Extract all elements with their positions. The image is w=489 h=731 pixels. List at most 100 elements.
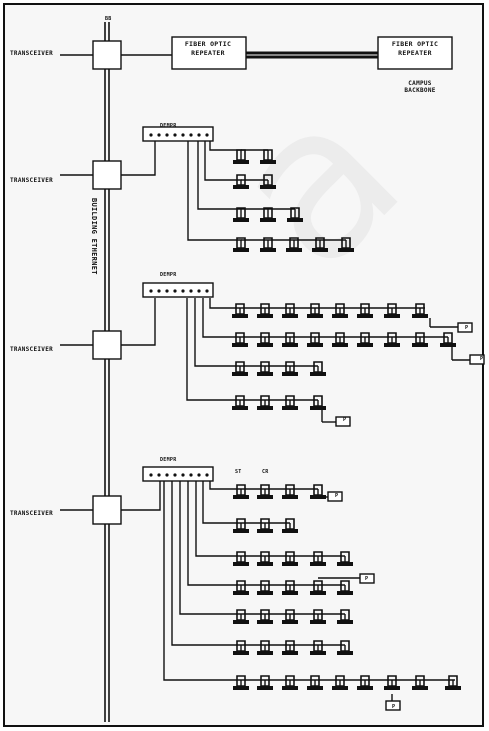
terminal-icon (337, 551, 353, 566)
transceiver-label-1: TRANSCEIVER (10, 50, 54, 57)
repeater-right-line2: REPEATER (398, 49, 432, 57)
hub-port (149, 133, 153, 137)
building-ethernet-label: BUILDING ETHERNET (90, 198, 98, 275)
backbone-top-label: BB (105, 16, 112, 22)
campus-backbone-label: CAMPUS BACKBONE (395, 80, 445, 94)
terminal-icon (257, 609, 273, 624)
terminal-icon (384, 675, 400, 690)
terminal-icon (440, 332, 456, 347)
hub-box (142, 126, 214, 142)
terminal-icon (233, 551, 249, 566)
drop-cable (204, 141, 242, 185)
hub-port (173, 473, 177, 477)
terminal-icon (232, 395, 248, 410)
hub-port (197, 473, 201, 477)
drop-cable (209, 141, 242, 160)
fiber-optic-repeater-left: FIBER OPTIC REPEATER (173, 40, 243, 58)
terminal-icon (307, 332, 323, 347)
hub-port (205, 133, 209, 137)
terminal-icon (282, 484, 298, 499)
terminal-icon (357, 303, 373, 318)
drop-cable (163, 481, 455, 681)
terminal-icon (337, 580, 353, 595)
terminal-icon (260, 237, 276, 252)
terminal-icon (232, 303, 248, 318)
drop-cable (171, 481, 241, 646)
terminal-icon (310, 551, 326, 566)
terminal-icon (357, 332, 373, 347)
printer-icon (385, 700, 401, 711)
transceiver-label-3: TRANSCEIVER (10, 346, 54, 353)
terminal-icon (287, 207, 303, 222)
terminal-icon (332, 332, 348, 347)
hub-port (165, 473, 169, 477)
printer-label-6: P (392, 704, 396, 710)
hub-port (149, 289, 153, 293)
terminal-icon (233, 207, 249, 222)
hub-label-3: DEMPR (160, 457, 177, 463)
fiber-optic-repeater-box (377, 36, 453, 70)
terminal-icon (257, 332, 273, 347)
fiber-optic-repeater-box (171, 36, 247, 70)
terminal-icon (307, 303, 323, 318)
hub-port (205, 473, 209, 477)
terminal-icon (338, 237, 354, 252)
hub-port (189, 473, 193, 477)
terminal-icon (337, 640, 353, 655)
repeater-left-line2: REPEATER (191, 49, 225, 57)
hub-port (165, 133, 169, 137)
hub-box (142, 466, 214, 482)
terminal-icon (337, 609, 353, 624)
terminal-icon (282, 518, 298, 533)
hub-port (149, 473, 153, 477)
terminal-icon (412, 303, 428, 318)
drop-cable (195, 481, 241, 557)
drop-cable (187, 141, 242, 248)
terminal-icon (282, 332, 298, 347)
terminal-icon (412, 332, 428, 347)
terminal-icon (233, 580, 249, 595)
column-label-st: ST (235, 469, 242, 475)
terminal-icon (282, 675, 298, 690)
hub-label-1: DEMPR (160, 123, 177, 129)
terminal-icon (282, 551, 298, 566)
hub-port (173, 133, 177, 137)
terminal-icon (257, 361, 273, 376)
terminal-icon (233, 237, 249, 252)
column-label-cr: CR (262, 469, 269, 475)
fiber-optic-repeater-right: FIBER OPTIC REPEATER (380, 40, 450, 58)
terminal-icon (445, 675, 461, 690)
terminal-icon (233, 484, 249, 499)
hub-port (157, 473, 161, 477)
terminal-icon (282, 395, 298, 410)
terminal-icon (282, 640, 298, 655)
transceiver-box (92, 160, 122, 190)
terminal-icon (310, 484, 326, 499)
terminal-icon (232, 332, 248, 347)
hub-port (197, 133, 201, 137)
campus-label-line1: CAMPUS (408, 80, 432, 87)
hub-port (157, 289, 161, 293)
printer-label-5: P (365, 576, 369, 582)
hub-uplink (121, 481, 161, 511)
transceiver-label-2: TRANSCEIVER (10, 177, 54, 184)
drop-cable (209, 298, 240, 309)
terminal-icon (257, 484, 273, 499)
terminal-icon (310, 580, 326, 595)
terminal-icon (310, 609, 326, 624)
terminal-icon (257, 518, 273, 533)
terminal-icon (260, 149, 276, 164)
terminal-icon (332, 675, 348, 690)
terminal-icon (257, 675, 273, 690)
terminal-icon (310, 640, 326, 655)
terminal-icon (233, 640, 249, 655)
terminal-icon (282, 609, 298, 624)
printer-icon (359, 573, 375, 584)
terminal-icon (232, 361, 248, 376)
terminal-icon (257, 303, 273, 318)
terminal-icon (260, 174, 276, 189)
drop-cable (202, 481, 241, 524)
hub-port (181, 473, 185, 477)
repeater-left-line1: FIBER OPTIC (184, 40, 232, 48)
printer-label-4: P (335, 493, 339, 499)
